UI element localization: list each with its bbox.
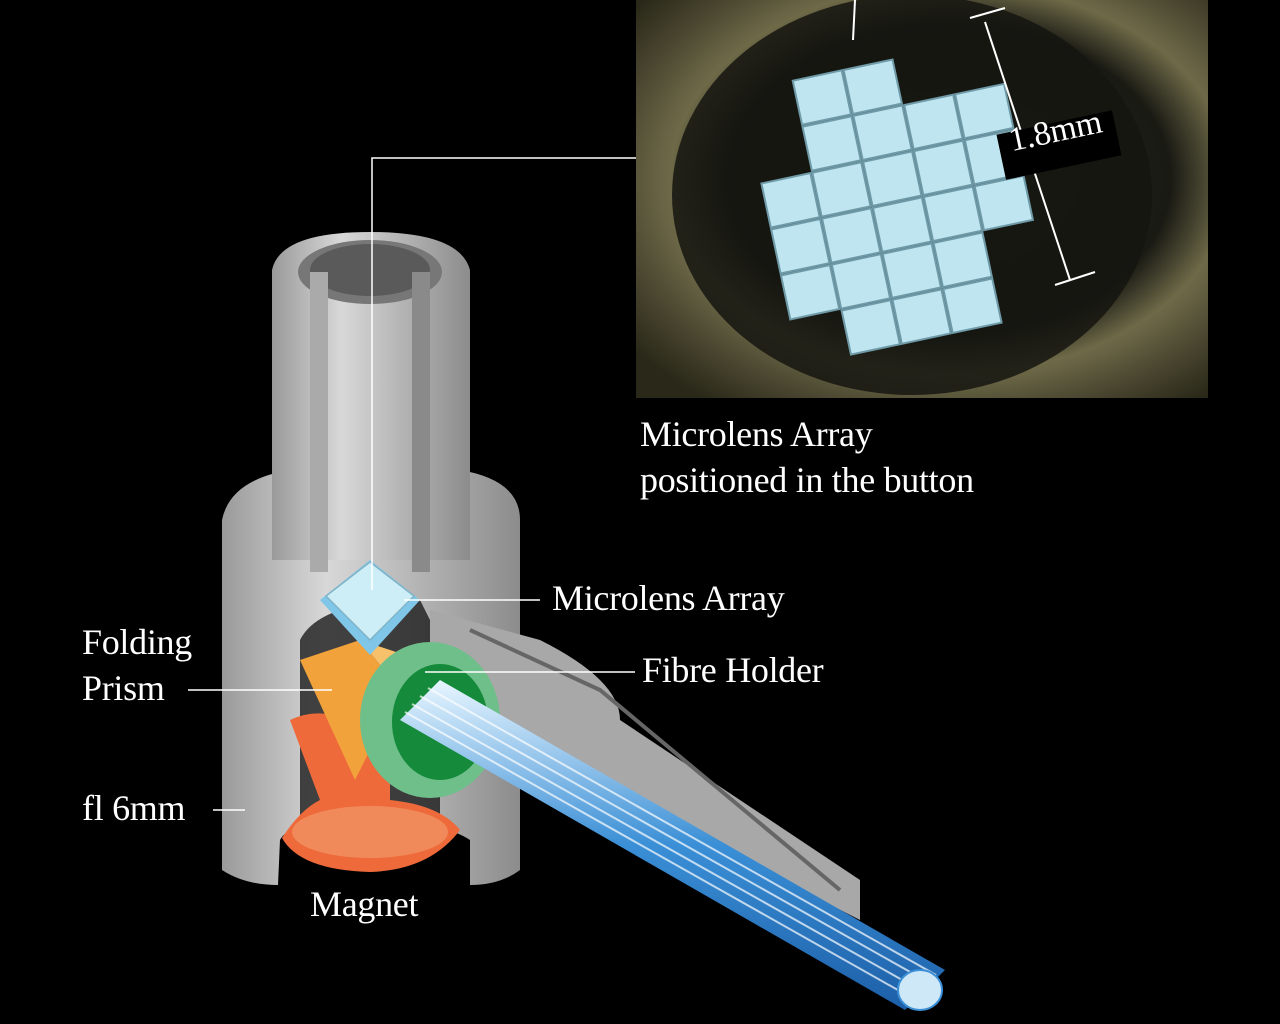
- diameter-label: fl 6mm: [82, 788, 186, 828]
- fibre-bundle: [400, 680, 945, 1011]
- leader-lines: [188, 157, 636, 811]
- folding-prism-label-line1: Folding: [82, 622, 192, 662]
- microlens-photo: [636, 0, 1208, 398]
- magnet-label: Magnet: [310, 884, 419, 924]
- lens-grid: [760, 58, 1035, 356]
- photo-caption-line1: Microlens Array: [640, 414, 873, 454]
- microlens-array-label: Microlens Array: [552, 578, 785, 618]
- microlens-array-part: [320, 560, 420, 655]
- photo-caption-line2: positioned in the button: [640, 460, 974, 500]
- folding-prism-label-line2: Prism: [82, 668, 165, 708]
- magnet: [282, 713, 460, 872]
- fibre-holder-label: Fibre Holder: [642, 650, 824, 690]
